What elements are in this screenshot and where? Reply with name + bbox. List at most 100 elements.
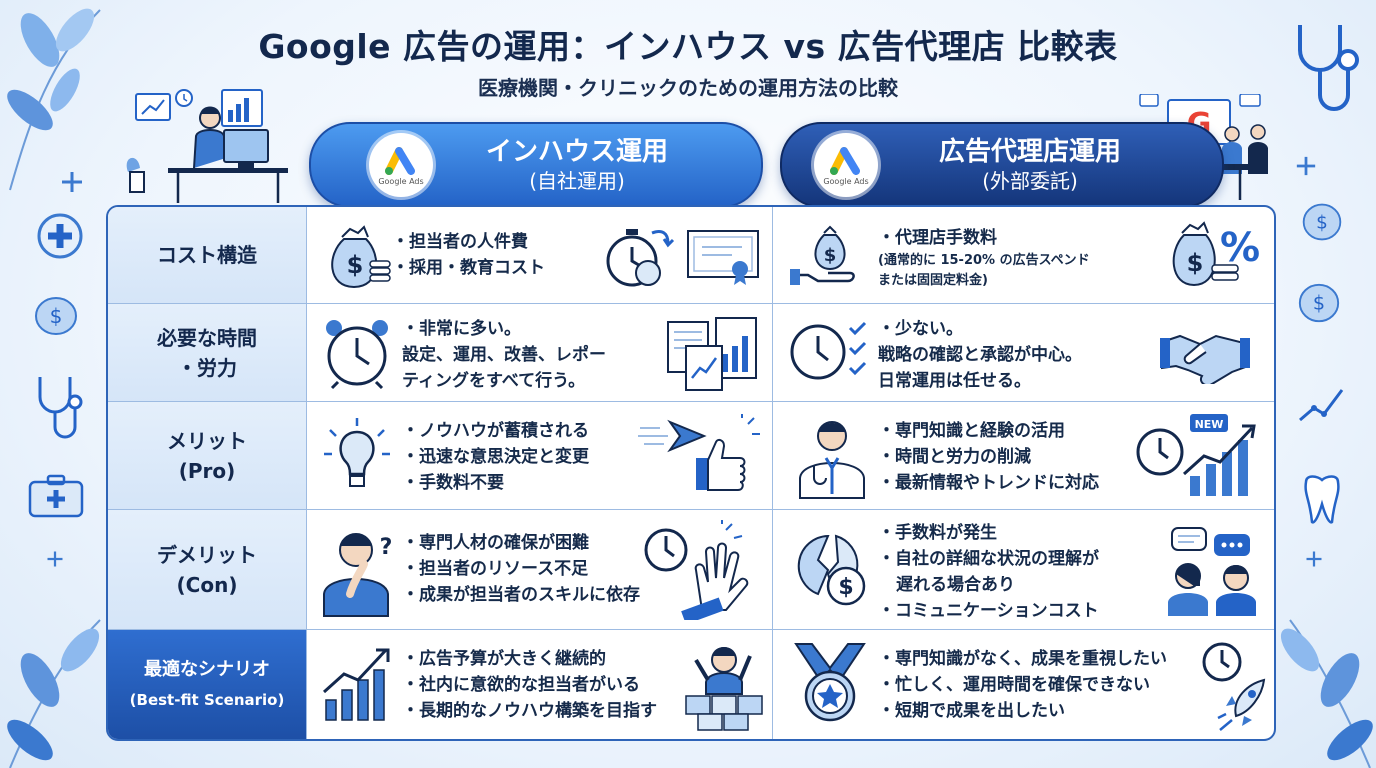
agency-title: 広告代理店運用 <box>938 137 1121 167</box>
list-item: 日常運用は任せる。 <box>878 371 1031 391</box>
list-item: 遅れる場合あり <box>896 575 1015 595</box>
fee-note: (通常的に 15-20% の広告スペンド <box>878 253 1090 268</box>
money-hand-icon: $ <box>790 225 855 285</box>
list-item: ・コミュニケーションコスト <box>878 601 1099 621</box>
list-item: ・忙しく、運用時間を確保できない <box>878 675 1150 695</box>
inhouse-cell: ・ノウハウが蓄積される ・迅速な意思決定と変更 ・手数料不要 <box>306 402 773 510</box>
office-worker-illustration-icon <box>126 89 288 203</box>
confused-person-icon: ? <box>323 533 393 617</box>
list-item: ・自社の詳細な状況の理解が <box>878 549 1099 569</box>
inhouse-title: インハウス運用 <box>485 137 668 167</box>
list-item: ・迅速な意思決定と変更 <box>402 447 589 467</box>
svg-text:$: $ <box>838 575 853 600</box>
list-item: ・最新情報やトレンドに対応 <box>878 473 1099 493</box>
list-item: ・短期で成果を出したい <box>878 701 1065 721</box>
inhouse-subtitle: (自社運用) <box>529 169 625 193</box>
svg-text:$: $ <box>1313 292 1325 315</box>
coin-icon: $ <box>1302 203 1342 241</box>
handshake-icon <box>1160 334 1250 384</box>
row-label-text: コスト構造 <box>157 243 257 267</box>
list-item: ・少ない。 <box>878 319 963 339</box>
money-bag-icon: $ <box>331 225 391 289</box>
page-title: Google 広告の運用：インハウス vs 広告代理店 比較表 <box>258 27 1118 66</box>
row-label-text: ・労力 <box>177 356 237 380</box>
svg-text:?: ? <box>380 535 393 560</box>
row-label-text: (Con) <box>176 573 238 597</box>
inhouse-cell: $ ・担当者の人件費 ・採用・教育コスト <box>306 207 773 303</box>
agency-column-header: Google Ads 広告代理店運用 (外部委託) <box>780 122 1224 208</box>
clock-rocket-icon <box>1202 642 1266 731</box>
table-row-cost: コスト構造 $ ・担当者の人件費 ・採用・教育コスト $ ・代理店手数料 (通常… <box>108 207 1274 303</box>
broken-coin-icon: $ <box>797 534 866 606</box>
list-item: ・社内に意欲的な担当者がいる <box>402 675 640 695</box>
clock-growth-chart-icon: NEW <box>1136 414 1256 496</box>
row-label: 必要な時間・労力 <box>108 304 307 402</box>
table-row-best-fit: 最適なシナリオ (Best-fit Scenario) ・広告予算が大きく継続的 … <box>108 629 1274 739</box>
plus-icon <box>47 551 63 567</box>
agency-cell: $ ・代理店手数料 (通常的に 15-20% の広告スペンド または固固定料金)… <box>774 207 1274 303</box>
svg-text:$: $ <box>347 251 364 279</box>
svg-text:$: $ <box>824 245 837 266</box>
certificate-icon <box>687 230 759 285</box>
clock-checklist-icon <box>790 321 867 380</box>
agency-subtitle: (外部委託) <box>982 169 1078 193</box>
conversation-icon <box>1168 527 1256 616</box>
row-label-text: デメリット <box>157 543 257 567</box>
agency-cell: ・少ない。 戦略の確認と承認が中心。 日常運用は任せる。 <box>774 304 1274 402</box>
clock-tired-hand-icon <box>644 520 749 620</box>
svg-text:%: % <box>1220 225 1260 271</box>
list-item: ・成果が担当者のスキルに依存 <box>402 585 640 605</box>
list-item: ・手数料が発生 <box>878 523 997 543</box>
google-ads-logo-icon: Google Ads <box>369 133 433 197</box>
list-item: ・手数料不要 <box>402 473 504 493</box>
documents-report-icon <box>667 317 757 391</box>
plus-icon <box>1306 551 1322 567</box>
row-label: コスト構造 <box>108 207 307 303</box>
leaf-decoration-icon <box>1280 619 1373 768</box>
row-label-text: 最適なシナリオ <box>144 659 270 680</box>
row-label-text: 必要な時間 <box>157 326 257 350</box>
inhouse-column-header: Google Ads インハウス運用 (自社運用) <box>309 122 763 208</box>
google-ads-logo-icon: Google Ads <box>814 133 878 197</box>
medical-cross-icon <box>37 213 83 259</box>
row-label-text: (Pro) <box>178 459 236 483</box>
row-label: メリット(Pro) <box>108 402 307 510</box>
google-ads-logo-text: Google Ads <box>823 176 869 186</box>
list-item: ・時間と労力の削減 <box>878 447 1031 467</box>
list-item: ・ノウハウが蓄積される <box>402 421 589 441</box>
list-item: ・長期的なノウハウ構築を目指す <box>402 701 657 721</box>
lightbulb-icon <box>324 418 390 487</box>
list-item: ・代理店手数料 <box>878 228 997 248</box>
inhouse-cell: ・広告予算が大きく継続的 ・社内に意欲的な担当者がいる ・長期的なノウハウ構築を… <box>306 630 773 739</box>
coin-icon: $ <box>1298 283 1340 323</box>
list-item: ・担当者の人件費 <box>392 232 528 252</box>
table-row-cons: デメリット(Con) ? ・専門人材の確保が困難 ・担当者のリソース不足 ・成果… <box>108 509 1274 630</box>
stopwatch-icon <box>606 229 675 287</box>
first-aid-kit-icon <box>28 474 84 518</box>
award-medal-icon <box>794 643 866 722</box>
list-item: ・担当者のリソース不足 <box>402 559 589 579</box>
page-subtitle: 医療機関・クリニックのための運用方法の比較 <box>478 76 898 100</box>
alarm-clock-icon <box>326 320 388 390</box>
table-row-time: 必要な時間・労力 ・非常に多い。 設定、運用、改善、レポー ティングをすべて行う… <box>108 303 1274 402</box>
svg-text:$: $ <box>1187 249 1204 277</box>
list-item: ・専門知識がなく、成果を重視したい <box>878 649 1167 669</box>
stethoscope-icon <box>38 377 83 439</box>
fee-note: または固固定料金) <box>878 273 988 288</box>
money-bag-percent-icon: $% <box>1172 221 1260 287</box>
doctor-icon <box>799 421 865 499</box>
stethoscope-icon <box>1298 25 1359 111</box>
row-label-text: (Best-fit Scenario) <box>129 691 285 709</box>
list-item: ・採用・教育コスト <box>392 258 545 278</box>
table-row-pros: メリット(Pro) ・ノウハウが蓄積される ・迅速な意思決定と変更 ・手数料不要… <box>108 401 1274 510</box>
chart-line-icon <box>1299 389 1344 422</box>
new-badge: NEW <box>1195 418 1224 431</box>
list-item: 戦略の確認と承認が中心。 <box>878 345 1082 365</box>
list-item: ・専門知識と経験の活用 <box>878 421 1065 441</box>
google-ads-logo-text: Google Ads <box>378 176 424 186</box>
fast-arrow-thumbs-up-icon <box>638 414 760 491</box>
list-item: ・非常に多い。 <box>402 319 521 339</box>
agency-cell: ・専門知識と経験の活用 ・時間と労力の削減 ・最新情報やトレンドに対応 NEW <box>774 402 1274 510</box>
row-label: 最適なシナリオ (Best-fit Scenario) <box>108 630 307 739</box>
svg-text:$: $ <box>1316 212 1328 233</box>
